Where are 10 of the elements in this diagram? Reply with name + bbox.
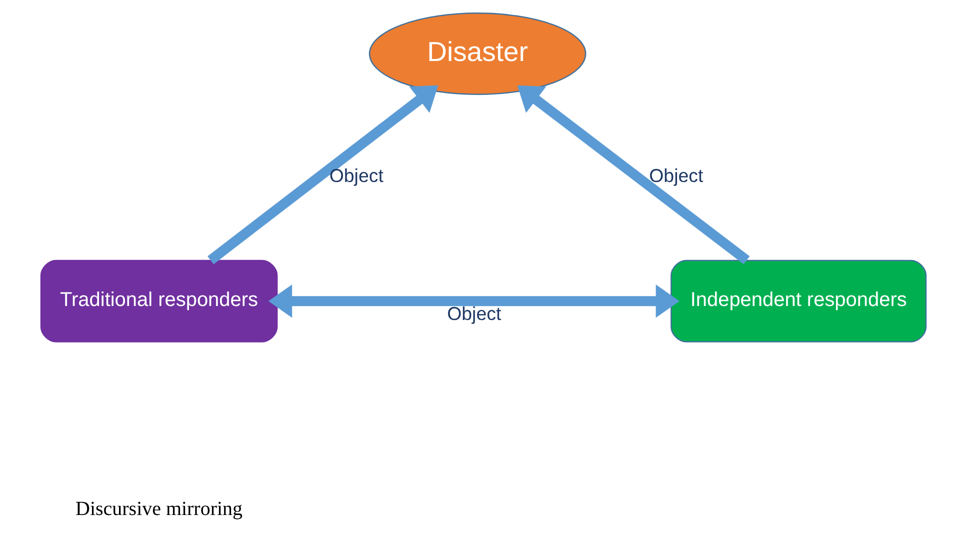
arrow [517,85,750,264]
label: Discursive mirroring [76,498,243,520]
node-box: Traditional responders [40,260,278,342]
node-box: Independent responders [670,260,927,342]
arrow [268,284,680,318]
edge-label: Object [649,164,704,186]
edge-label: Object [447,302,502,324]
arrow [208,85,438,264]
edge-label: Object [329,164,384,186]
node-ellipse: Disaster [368,12,586,95]
